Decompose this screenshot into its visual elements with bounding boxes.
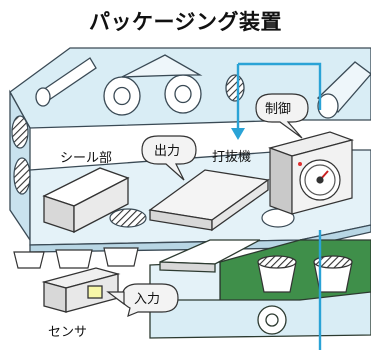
label-punch-machine: 打抜機 <box>212 149 251 165</box>
bubble-control <box>255 93 309 139</box>
bubble-input <box>106 283 179 317</box>
signal-line <box>236 62 322 350</box>
top-rollers <box>35 54 371 119</box>
punch-plate <box>148 169 270 232</box>
label-input: 入力 <box>134 292 160 307</box>
bubble-output <box>141 135 197 181</box>
timer-dial-icon <box>268 131 354 215</box>
hatched-cutouts <box>11 115 295 228</box>
down-arrow-icon <box>231 128 245 140</box>
sensor-block <box>41 267 121 313</box>
cups <box>13 247 353 293</box>
label-control: 制御 <box>265 102 291 117</box>
label-sensor: センサ <box>48 325 87 340</box>
diagram-title: パッケージング装置 <box>88 10 283 34</box>
seal-unit-block <box>42 167 130 234</box>
label-seal-unit: シール部 <box>60 151 112 166</box>
label-output: 出力 <box>154 144 180 159</box>
